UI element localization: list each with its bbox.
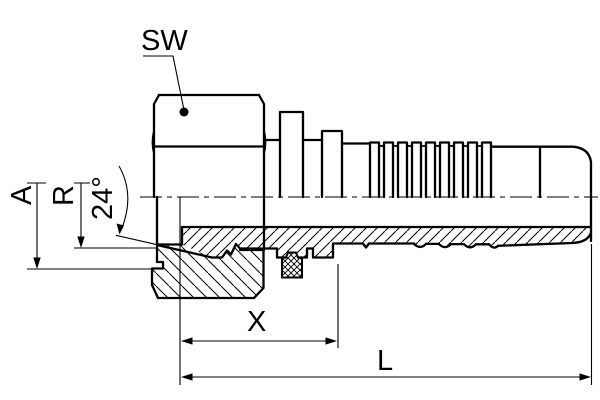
stem-collar-rings bbox=[262, 110, 372, 199]
hose-tail-ribs bbox=[368, 141, 493, 199]
dim-a-lines bbox=[27, 182, 152, 270]
label-r: R bbox=[48, 185, 80, 206]
dim-l-arrow-right bbox=[579, 373, 591, 381]
angle-arrow bbox=[116, 223, 124, 235]
dimension-lines bbox=[27, 55, 593, 385]
hex-nut-outline bbox=[151, 93, 267, 252]
dim-x-arrow-right bbox=[325, 337, 337, 345]
dim-x-arrow-left bbox=[181, 337, 193, 345]
label-a: A bbox=[6, 185, 38, 205]
angle-leader-arc bbox=[118, 165, 129, 229]
section-edges bbox=[150, 195, 593, 300]
cone-extension-line bbox=[115, 234, 158, 246]
dim-a-arrow bbox=[33, 257, 41, 269]
dim-r-lines bbox=[74, 182, 157, 249]
section-hatch-fills bbox=[152, 227, 591, 298]
body-section-hatch bbox=[182, 227, 591, 258]
sw-leader-line bbox=[143, 55, 185, 111]
dim-l-arrow-left bbox=[181, 373, 193, 381]
label-angle: 24° bbox=[87, 176, 119, 220]
arrowheads bbox=[33, 107, 591, 381]
hose-tail-end bbox=[489, 145, 593, 243]
sw-leader-dot bbox=[179, 107, 189, 117]
part-outline bbox=[150, 93, 593, 300]
label-sw: SW bbox=[141, 25, 188, 57]
label-x: X bbox=[247, 306, 266, 338]
dimension-labels: SW A R 24° X L bbox=[6, 25, 393, 377]
dim-r-arrow bbox=[77, 236, 85, 248]
label-l: L bbox=[377, 345, 393, 377]
